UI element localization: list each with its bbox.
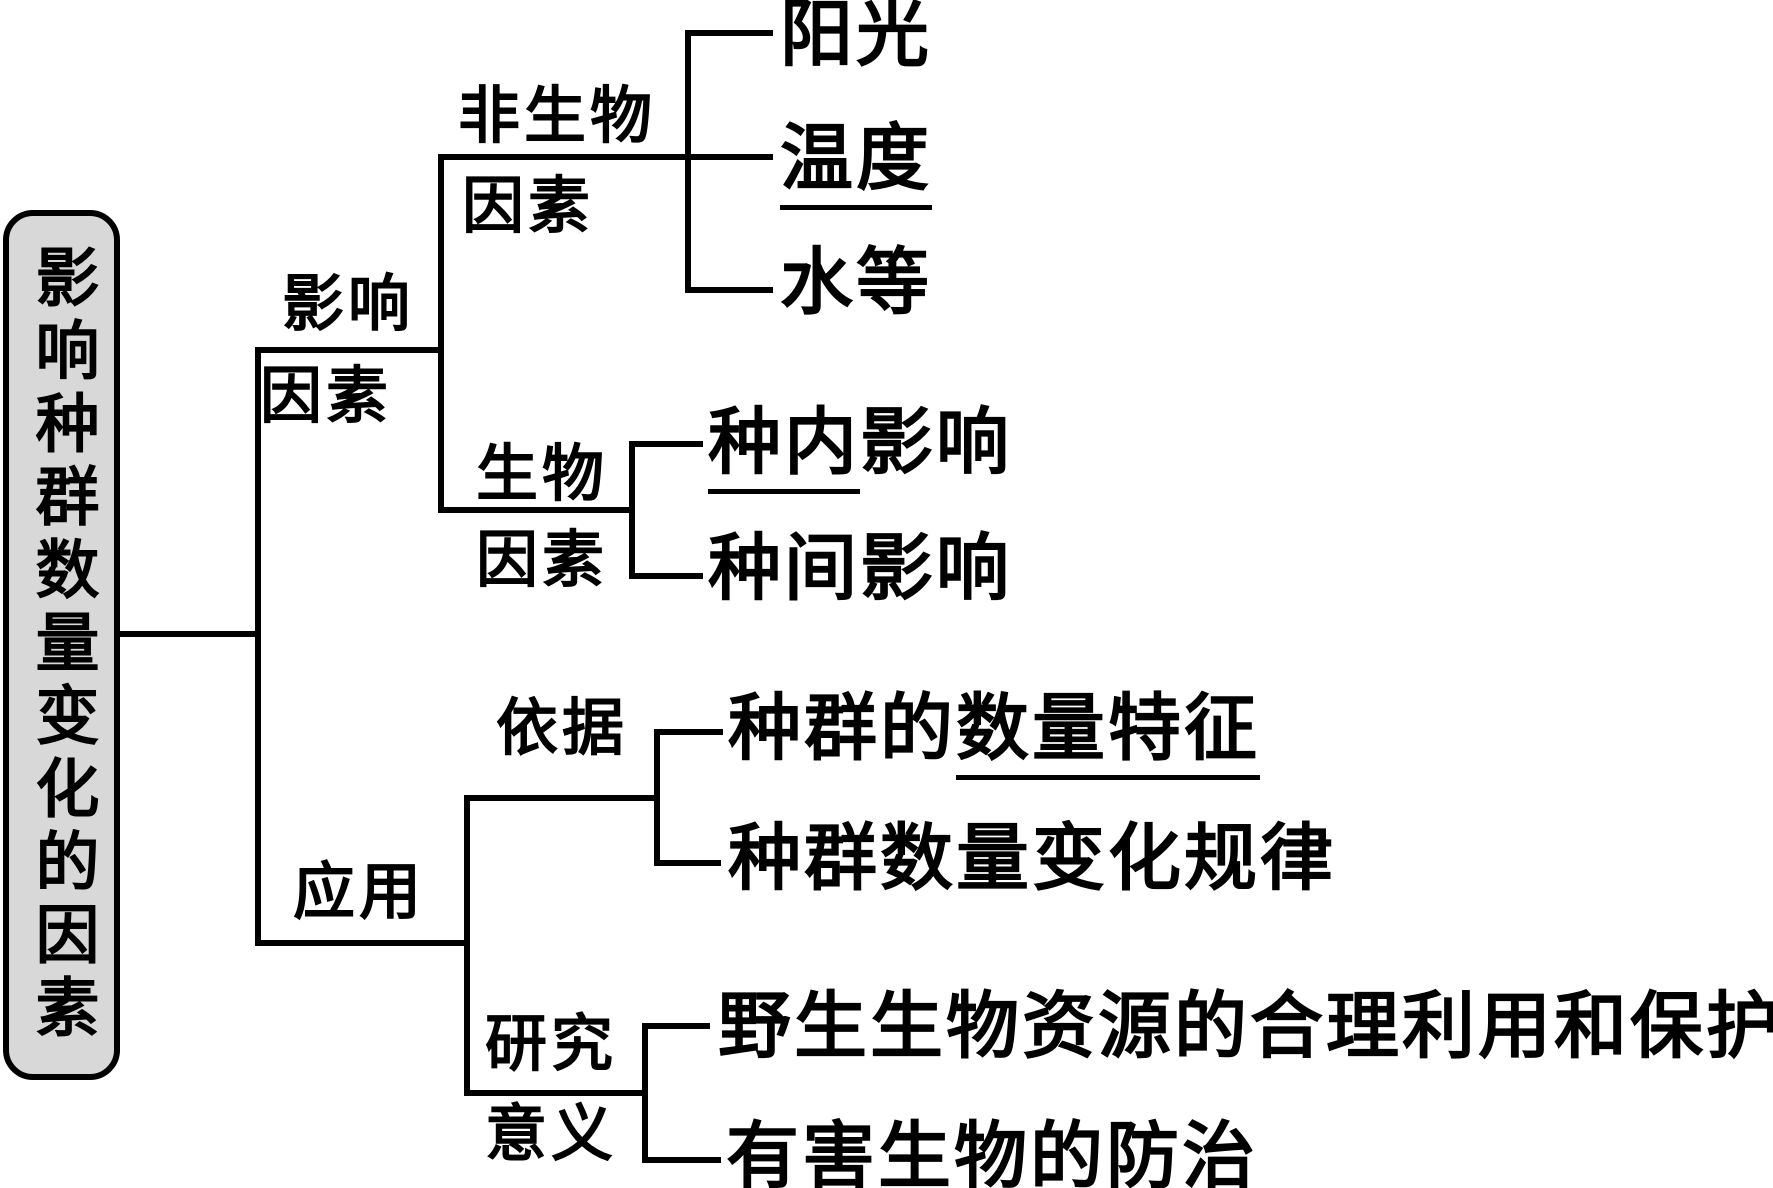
leaf-wildlife-use: 野生生物资源的合理利用和保护 [718, 986, 1773, 1067]
leaf-pest-control: 有害生物的防治 [726, 1116, 1258, 1188]
branch-abiotic-line1: 非生物 [458, 83, 657, 151]
branch-basis-label: 依据 [496, 695, 629, 763]
leaf-population-traits-underlined: 数量特征 [956, 688, 1260, 780]
branch-significance-line1: 研究 [485, 1011, 618, 1079]
leaf-temperature-underlined: 温度 [780, 118, 932, 210]
leaf-interspecific: 种间影响 [708, 528, 1012, 609]
leaf-water: 水等 [780, 242, 932, 323]
leaf-sunlight: 阳光 [780, 0, 932, 75]
branch-influence-factors-line2: 因素 [260, 363, 393, 431]
leaf-intraspecific: 种内影响 [708, 402, 1012, 494]
branch-abiotic-line2: 因素 [462, 173, 595, 241]
root-label: 影响种群数量变化的因素 [26, 243, 98, 1047]
root-node: 影响种群数量变化的因素 [3, 210, 120, 1080]
branch-influence-factors-line1: 影响 [282, 271, 415, 339]
leaf-population-rules: 种群数量变化规律 [728, 818, 1336, 899]
branch-biotic-line2: 因素 [476, 527, 609, 595]
branch-application-label: 应用 [293, 859, 426, 927]
leaf-temperature: 温度 [780, 118, 932, 210]
branch-biotic-line1: 生物 [476, 441, 609, 509]
leaf-intraspecific-underlined: 种内 [708, 402, 860, 494]
leaf-population-traits: 种群的数量特征 [728, 688, 1260, 780]
branch-significance-line2: 意义 [485, 1101, 618, 1169]
